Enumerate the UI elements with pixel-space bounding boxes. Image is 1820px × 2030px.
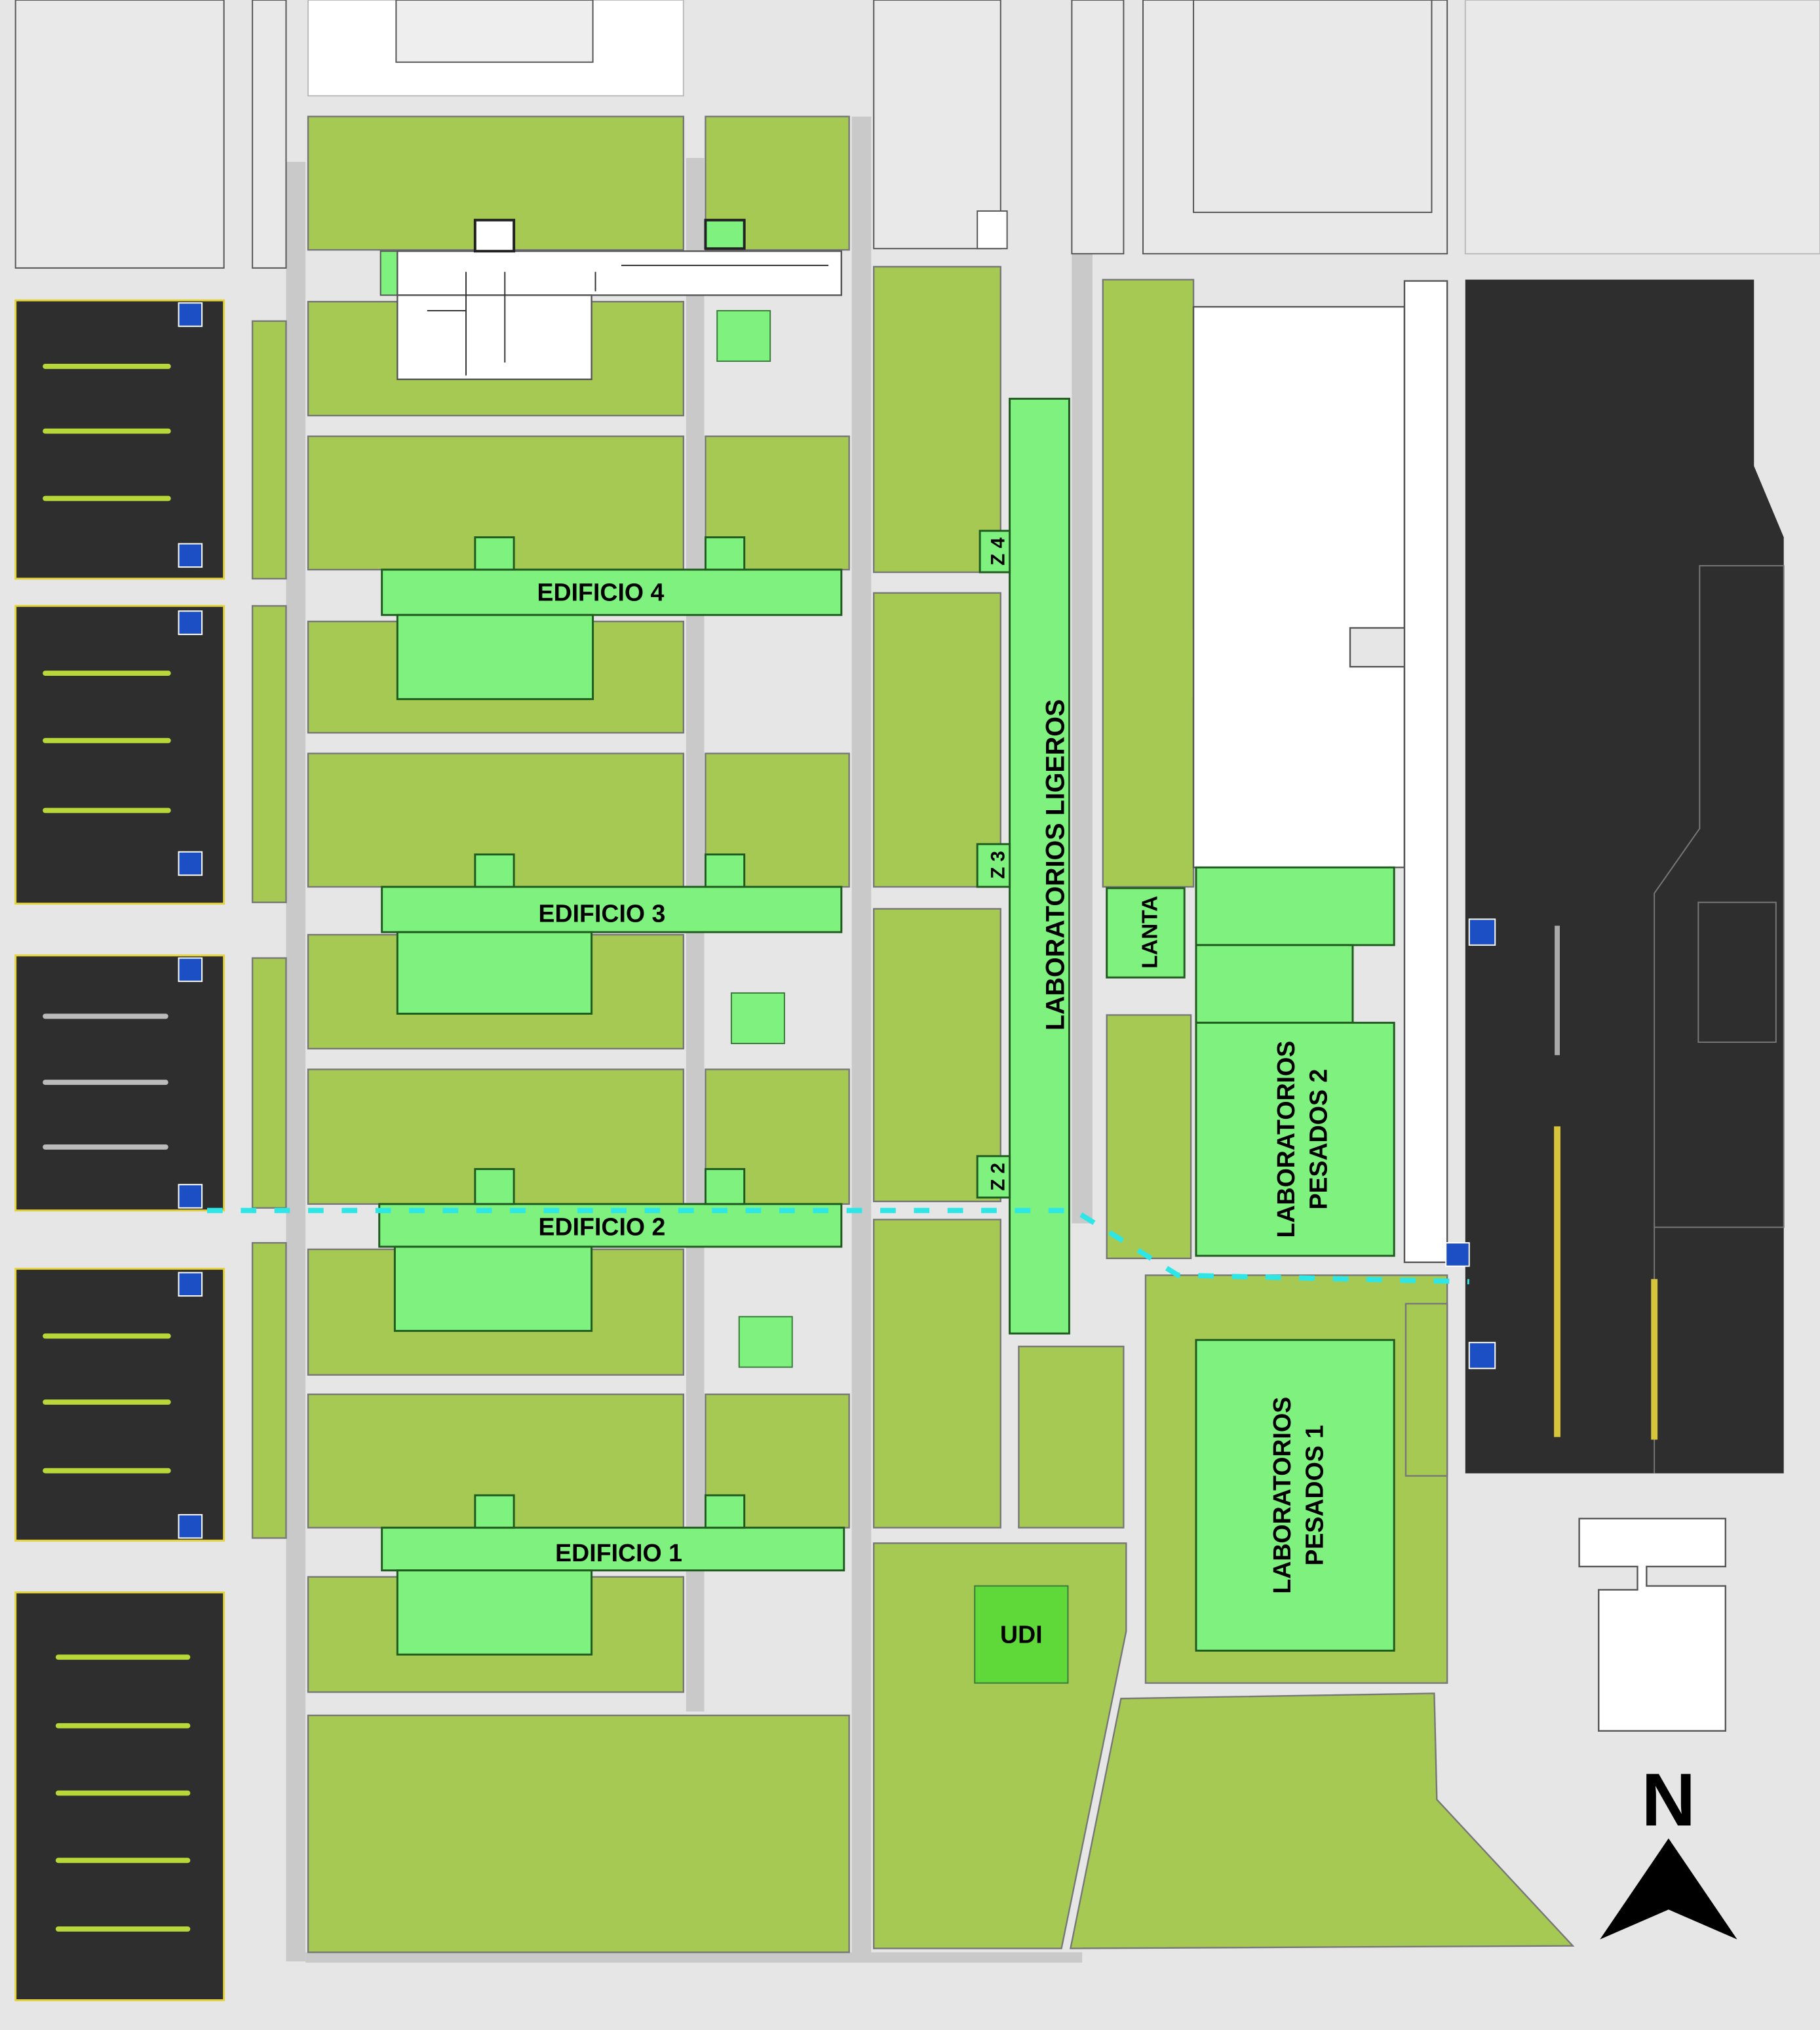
zone-z4-label: Z 4 xyxy=(988,537,1009,565)
accessible-parking-icon xyxy=(178,1513,203,1539)
building-top xyxy=(379,218,843,380)
laboratorios-pesados-1-label-1: LABORATORIOS xyxy=(1268,1397,1296,1594)
edificio-2[interactable]: EDIFICIO 2 xyxy=(378,1168,843,1332)
north-arrow-icon xyxy=(1600,1838,1737,1940)
edificio-1-label: EDIFICIO 1 xyxy=(555,1539,682,1567)
accessible-parking-icon xyxy=(178,1272,203,1297)
edificio-4-label: EDIFICIO 4 xyxy=(537,578,665,606)
edificio-2-label: EDIFICIO 2 xyxy=(538,1213,665,1240)
roads xyxy=(286,116,1093,1963)
north-compass: N xyxy=(1600,1758,1737,1940)
accessible-parking-icon xyxy=(178,851,203,876)
accessible-parking-icon xyxy=(178,302,203,327)
parking-lots-left xyxy=(14,299,225,2002)
accessible-parking-icon xyxy=(178,543,203,568)
edificio-1[interactable]: EDIFICIO 1 xyxy=(381,1494,845,1656)
lanta[interactable]: LANTA xyxy=(1106,887,1186,979)
laboratorios-pesados-2-label-1: LABORATORIOS xyxy=(1272,1041,1300,1238)
edificio-4[interactable]: EDIFICIO 4 xyxy=(381,536,843,701)
laboratorios-pesados-2-label-2: PESADOS 2 xyxy=(1304,1069,1332,1210)
edificio-3[interactable]: EDIFICIO 3 xyxy=(381,853,843,1015)
accessible-parking-icon xyxy=(178,957,203,983)
compass-n-label: N xyxy=(1642,1758,1696,1842)
accessible-parking-icon xyxy=(1468,918,1496,946)
green-areas xyxy=(251,115,1575,1953)
udi[interactable]: UDI xyxy=(974,1585,1069,1684)
laboratorios-pesados-1-label-2: PESADOS 1 xyxy=(1301,1425,1328,1566)
top-blocks xyxy=(14,0,1820,269)
lanta-label: LANTA xyxy=(1138,895,1163,968)
laboratorios-pesados-1[interactable]: LABORATORIOS PESADOS 1 xyxy=(1195,1338,1395,1652)
accessible-parking-icon xyxy=(178,610,203,635)
accessible-parking-icon xyxy=(1468,1342,1496,1369)
zone-z3-label: Z 3 xyxy=(988,851,1009,879)
edificio-3-label: EDIFICIO 3 xyxy=(538,899,665,927)
accessible-parking-icon xyxy=(1445,1242,1470,1267)
udi-label: UDI xyxy=(1000,1620,1043,1648)
white-areas xyxy=(1192,280,1727,1732)
laboratorios-ligeros[interactable]: LABORATORIOS LIGEROS Z 4 Z 3 Z 2 xyxy=(976,397,1070,1335)
accessible-parking-icon xyxy=(178,1184,203,1209)
parking-lot-right xyxy=(1445,279,1785,1474)
zone-z2-label: Z 2 xyxy=(988,1163,1009,1191)
laboratorios-ligeros-label: LABORATORIOS LIGEROS xyxy=(1041,699,1070,1030)
laboratorios-pesados-2[interactable]: LABORATORIOS PESADOS 2 xyxy=(1195,866,1395,1257)
